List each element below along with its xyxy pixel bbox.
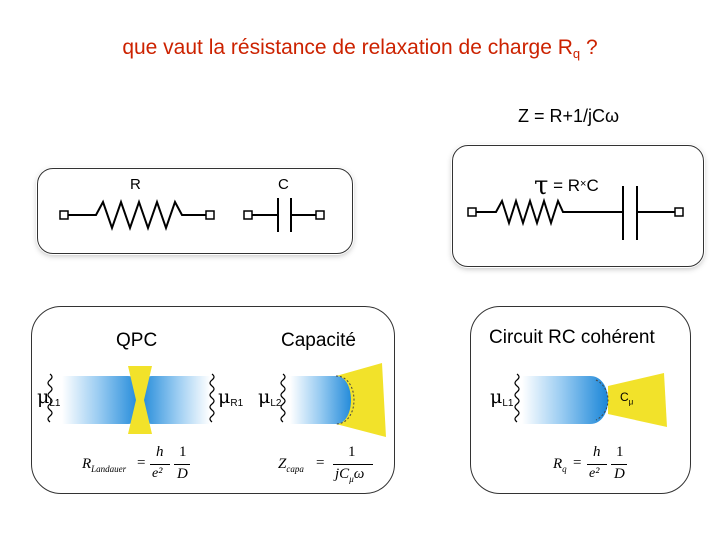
qpc-label: QPC — [116, 330, 158, 351]
capacitor-label: C — [278, 176, 289, 193]
resistor-label: R — [130, 176, 141, 193]
capacitance-impedance-equation: Zcapa = 1 jCμω — [278, 444, 388, 488]
mu-r1-label: μR1 — [218, 386, 244, 409]
mu-l2-label: μL2 — [258, 386, 282, 409]
impedance-formula: Z = R+1/jCω — [518, 106, 620, 126]
c-mu-label: Cμ — [620, 390, 634, 407]
coherent-rc-title: Circuit RC cohérent — [489, 327, 655, 348]
coherent-mu-l1-label: μL1 — [490, 386, 514, 409]
tau-symbol: τ — [534, 171, 549, 201]
charge-relaxation-resistance-equation: Rq = h e² 1 D — [553, 444, 643, 488]
rc-elements-panel — [37, 168, 353, 254]
mu-l1-label: μL1 — [37, 386, 61, 409]
landauer-resistance-equation: RLandauer = h e² 1 D — [82, 444, 212, 488]
capacitance-label: Capacité — [281, 330, 356, 351]
tau-formula: τ = R×C — [534, 171, 599, 201]
rc-time-constant-panel — [452, 145, 704, 267]
page-title: que vaut la résistance de relaxation de … — [122, 36, 598, 61]
